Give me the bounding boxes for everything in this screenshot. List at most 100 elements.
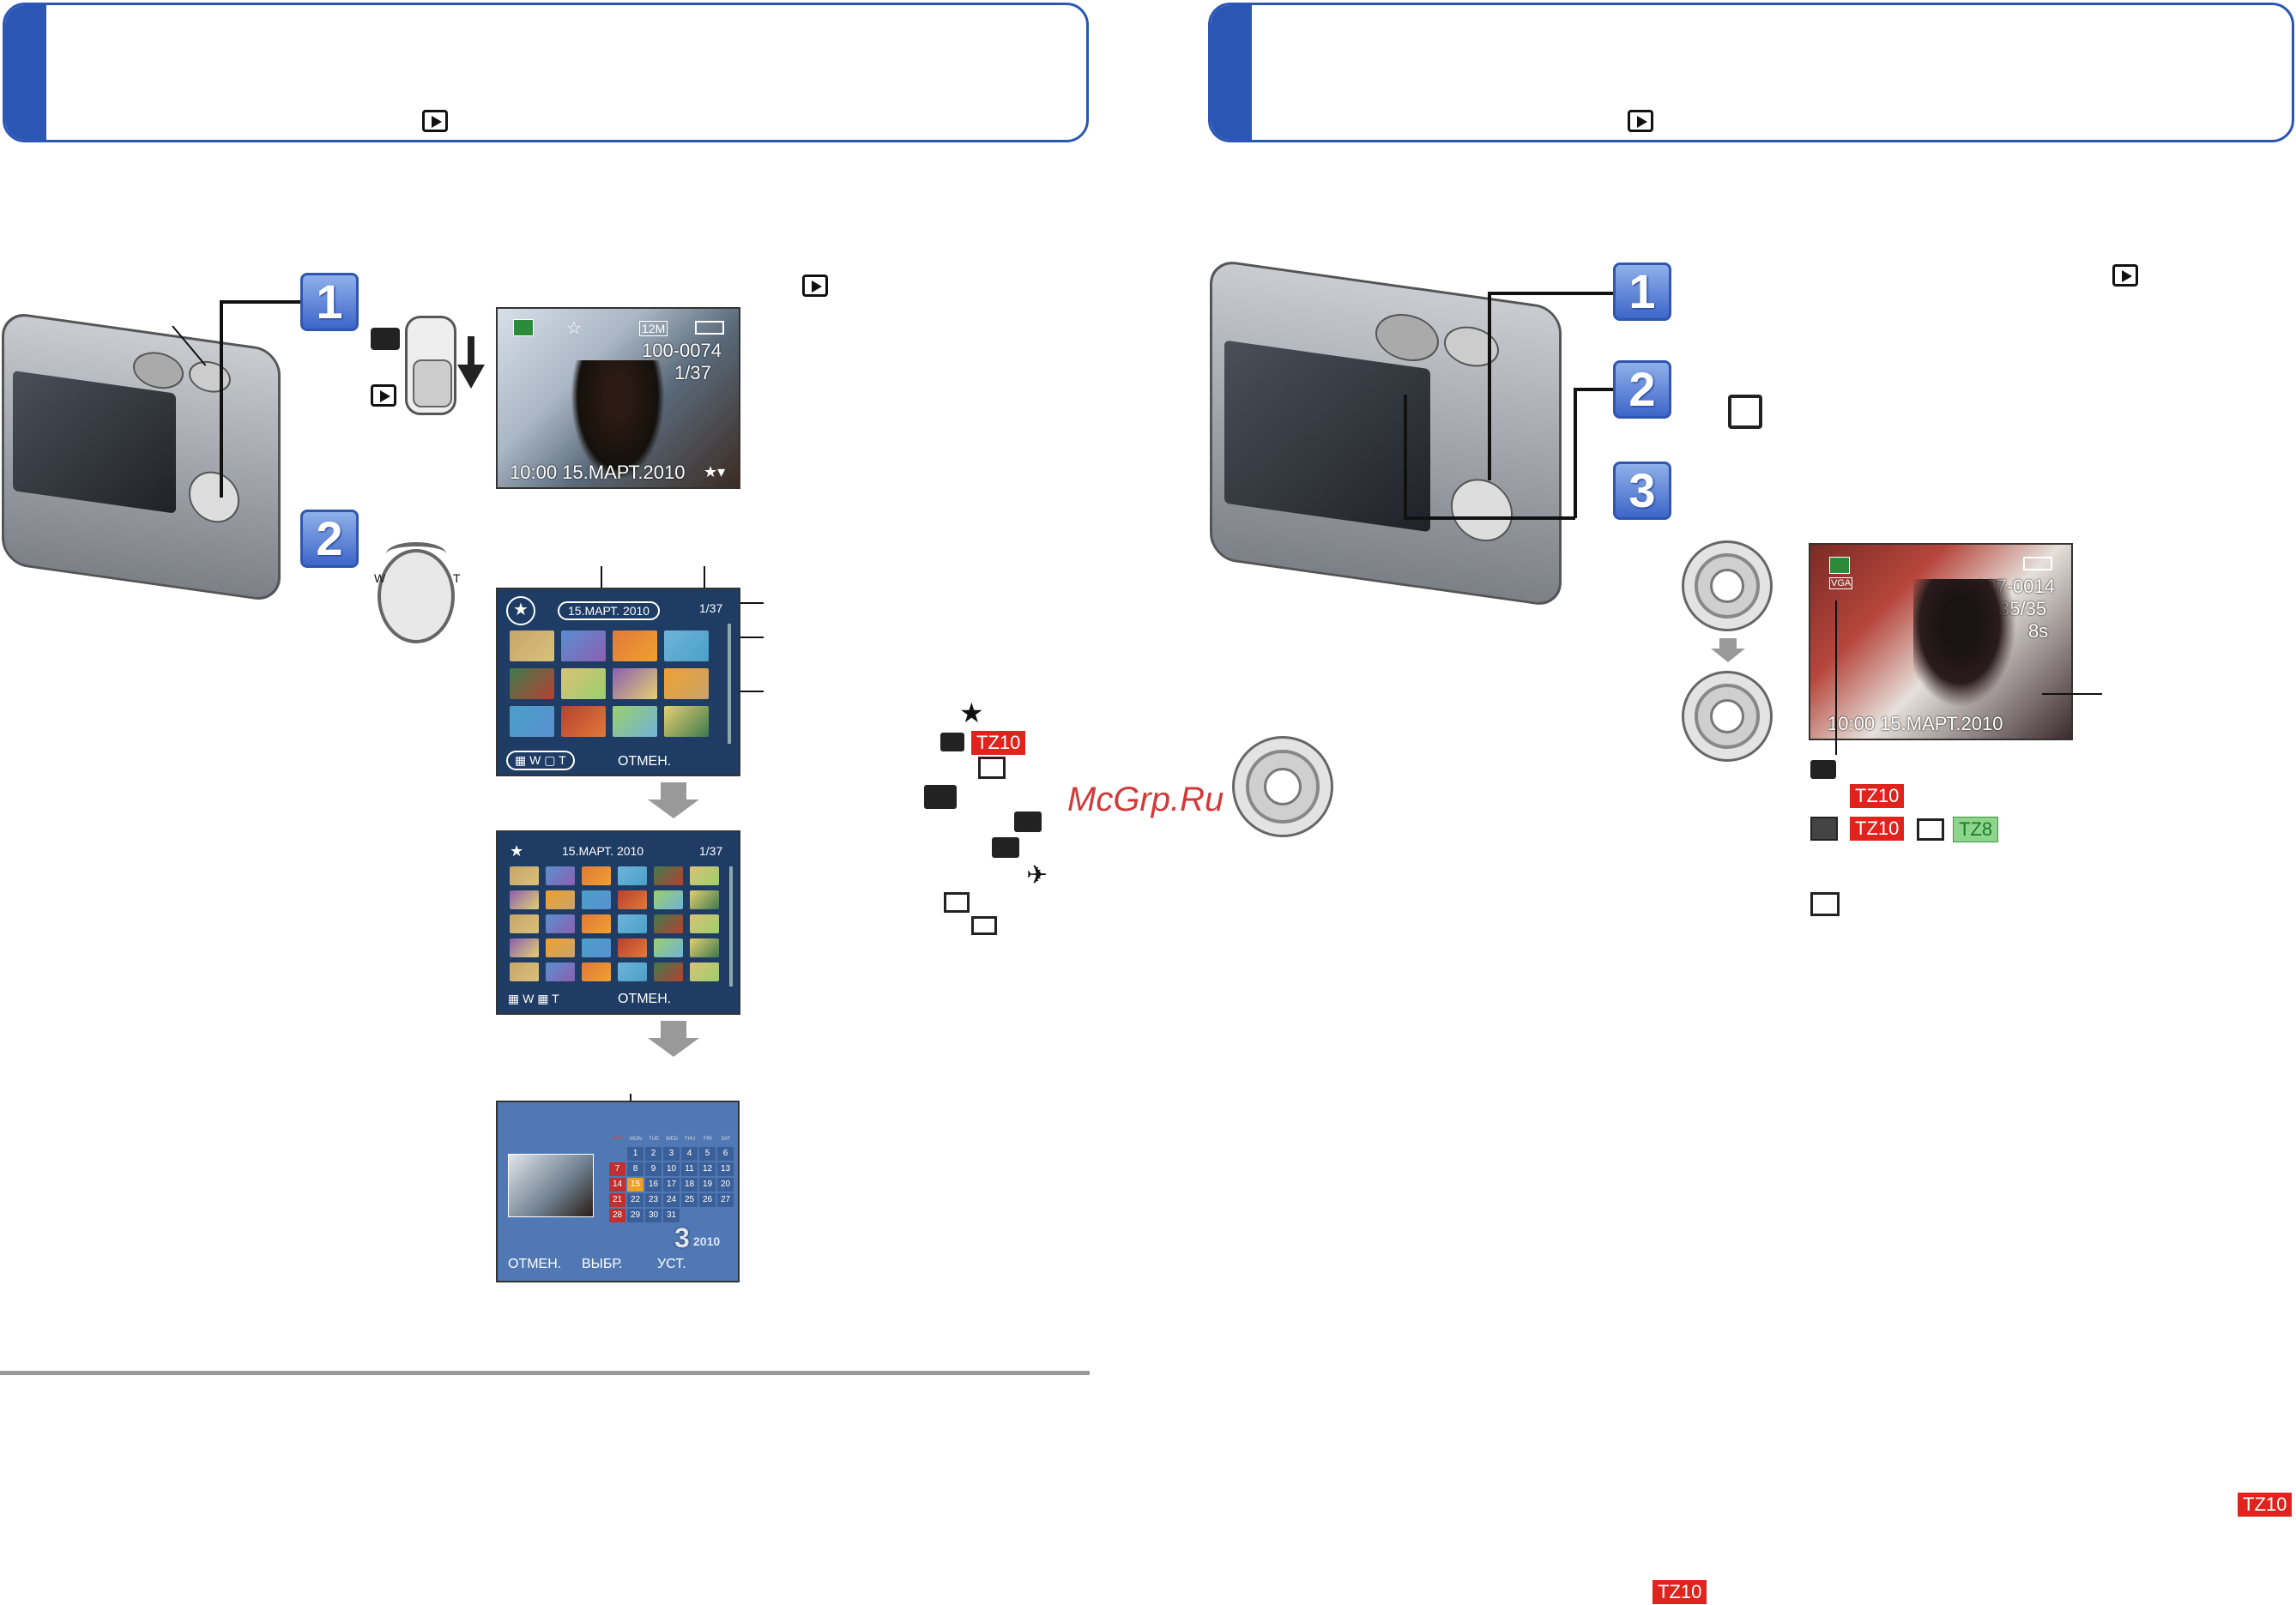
cursor-button-all bbox=[1232, 736, 1333, 837]
calendar-day[interactable]: 16 bbox=[645, 1178, 662, 1192]
calendar-day[interactable]: 25 bbox=[681, 1193, 698, 1207]
zoom-dial bbox=[1375, 310, 1439, 365]
mode-switch bbox=[405, 316, 456, 415]
grid-date: 15.МАРТ. 2010 bbox=[558, 601, 661, 620]
recording-datetime: 10:00 15.МАРТ.2010 bbox=[1828, 713, 2003, 734]
thumbnail bbox=[654, 962, 683, 981]
callout-line bbox=[1835, 600, 1837, 755]
calendar-day[interactable]: 5 bbox=[699, 1147, 716, 1161]
step-connector bbox=[1404, 395, 1407, 519]
thumbnail bbox=[690, 866, 719, 885]
calendar-day[interactable]: 2 bbox=[645, 1147, 662, 1161]
thumbnail bbox=[510, 668, 554, 699]
calendar-day[interactable]: 24 bbox=[663, 1193, 680, 1207]
cancel-label: ОТМЕН. bbox=[618, 754, 672, 769]
calendar-day[interactable]: 19 bbox=[699, 1178, 716, 1192]
thumbnail bbox=[546, 938, 575, 957]
star-icon: ☆ bbox=[566, 319, 582, 338]
calendar-day[interactable]: 27 bbox=[717, 1193, 734, 1207]
calendar-day[interactable]: 8 bbox=[627, 1162, 643, 1176]
calendar-set: УСТ. bbox=[657, 1257, 686, 1271]
step-1-badge: 1 bbox=[300, 273, 359, 331]
zoom-indicator: ▦ W ▢ T bbox=[506, 751, 575, 770]
calendar-year: 2010 bbox=[693, 1234, 721, 1248]
playback-screen-multi-30: ★ 15.МАРТ. 2010 1/37 ▦ W ▦ T ОТМЕН. bbox=[496, 830, 740, 1015]
zoom-w-label: W bbox=[374, 571, 386, 585]
down-arrow-head bbox=[648, 1038, 699, 1057]
calendar-day[interactable]: 9 bbox=[645, 1162, 662, 1176]
dpad-ring bbox=[1246, 750, 1320, 824]
calendar-day[interactable]: 31 bbox=[663, 1209, 680, 1222]
callout-line bbox=[704, 566, 705, 592]
thumbnail bbox=[510, 938, 539, 957]
watermark: McGrp.Ru bbox=[1067, 781, 1224, 818]
playback-icon bbox=[422, 110, 448, 132]
dpad-center bbox=[1263, 767, 1302, 806]
camera-illustration bbox=[2, 311, 281, 603]
favorite-star-icon: ★ bbox=[506, 596, 535, 625]
calendar-day[interactable]: 7 bbox=[609, 1162, 625, 1176]
callout-line bbox=[740, 637, 764, 638]
motion-picture-playback-screen: VGA 107-0014 35/35 8s 10:00 15.МАРТ.2010 bbox=[1809, 543, 2073, 740]
step-connector bbox=[1574, 388, 1577, 518]
calendar-day[interactable]: 3 bbox=[663, 1147, 680, 1161]
calendar-day[interactable]: 30 bbox=[645, 1209, 662, 1222]
calendar-day[interactable] bbox=[681, 1209, 698, 1222]
tz10-tag: TZ10 bbox=[1850, 817, 1905, 841]
thumbnail bbox=[664, 706, 709, 737]
calendar-day[interactable]: 15 bbox=[627, 1178, 643, 1192]
calendar-day[interactable]: 18 bbox=[681, 1178, 698, 1192]
thumbnail bbox=[582, 938, 611, 957]
calendar-day[interactable]: 14 bbox=[609, 1178, 625, 1192]
calendar-day[interactable] bbox=[609, 1147, 625, 1161]
calendar-day[interactable]: 10 bbox=[663, 1162, 680, 1176]
calendar-day[interactable]: 26 bbox=[699, 1193, 716, 1207]
scroll-bar bbox=[729, 866, 733, 987]
calendar-day[interactable] bbox=[699, 1209, 716, 1222]
cursor-button-up bbox=[1682, 671, 1773, 762]
notepad-edit-icon bbox=[1728, 395, 1762, 429]
zoom-arrow-icon bbox=[386, 542, 446, 565]
calendar-weekday: FRI bbox=[704, 1137, 712, 1142]
calendar-day[interactable]: 4 bbox=[681, 1147, 698, 1161]
motion-picture-icon bbox=[940, 733, 964, 751]
calendar-day[interactable]: 21 bbox=[609, 1193, 625, 1207]
grid-date: 15.МАРТ. 2010 bbox=[562, 844, 644, 858]
calendar-day[interactable]: 13 bbox=[717, 1162, 734, 1176]
thumbnail bbox=[664, 631, 709, 661]
header-accent-bar bbox=[1211, 5, 1252, 140]
thumbnail bbox=[561, 668, 606, 699]
right-page-header bbox=[1208, 3, 2294, 142]
resolution-label: 12M bbox=[639, 321, 668, 336]
calendar-day[interactable]: 29 bbox=[627, 1209, 643, 1222]
playback-icon bbox=[802, 275, 828, 297]
section-divider bbox=[0, 1371, 1090, 1375]
calendar-day[interactable]: 11 bbox=[681, 1162, 698, 1176]
calendar-day[interactable] bbox=[717, 1209, 734, 1222]
calendar-month: 3 bbox=[674, 1222, 690, 1253]
category-edit-icon bbox=[944, 892, 970, 913]
calendar-weekday: WED bbox=[666, 1137, 678, 1142]
grid-count: 1/37 bbox=[699, 844, 723, 858]
play-mode-indicator bbox=[1829, 557, 1850, 574]
thumbnail bbox=[510, 866, 539, 885]
calendar-day[interactable]: 1 bbox=[627, 1147, 643, 1161]
calendar-day[interactable]: 17 bbox=[663, 1178, 680, 1192]
calendar-day[interactable]: 23 bbox=[645, 1193, 662, 1207]
thumbnail bbox=[618, 890, 647, 909]
thumbnail bbox=[510, 914, 539, 933]
step-1-badge: 1 bbox=[1613, 262, 1671, 321]
calendar-day[interactable]: 28 bbox=[609, 1209, 625, 1222]
calendar-weekday: TUE bbox=[649, 1137, 659, 1142]
thumbnail bbox=[582, 890, 611, 909]
camera-lcd bbox=[13, 370, 176, 514]
thumbnail bbox=[690, 914, 719, 933]
thumbnail bbox=[618, 914, 647, 933]
calendar-day[interactable]: 20 bbox=[717, 1178, 734, 1192]
dpad-ring bbox=[1695, 553, 1760, 618]
calendar-day[interactable]: 22 bbox=[627, 1193, 643, 1207]
calendar-day[interactable]: 12 bbox=[699, 1162, 716, 1176]
thumbnail-grid bbox=[510, 631, 716, 742]
calendar-day[interactable]: 6 bbox=[717, 1147, 734, 1161]
